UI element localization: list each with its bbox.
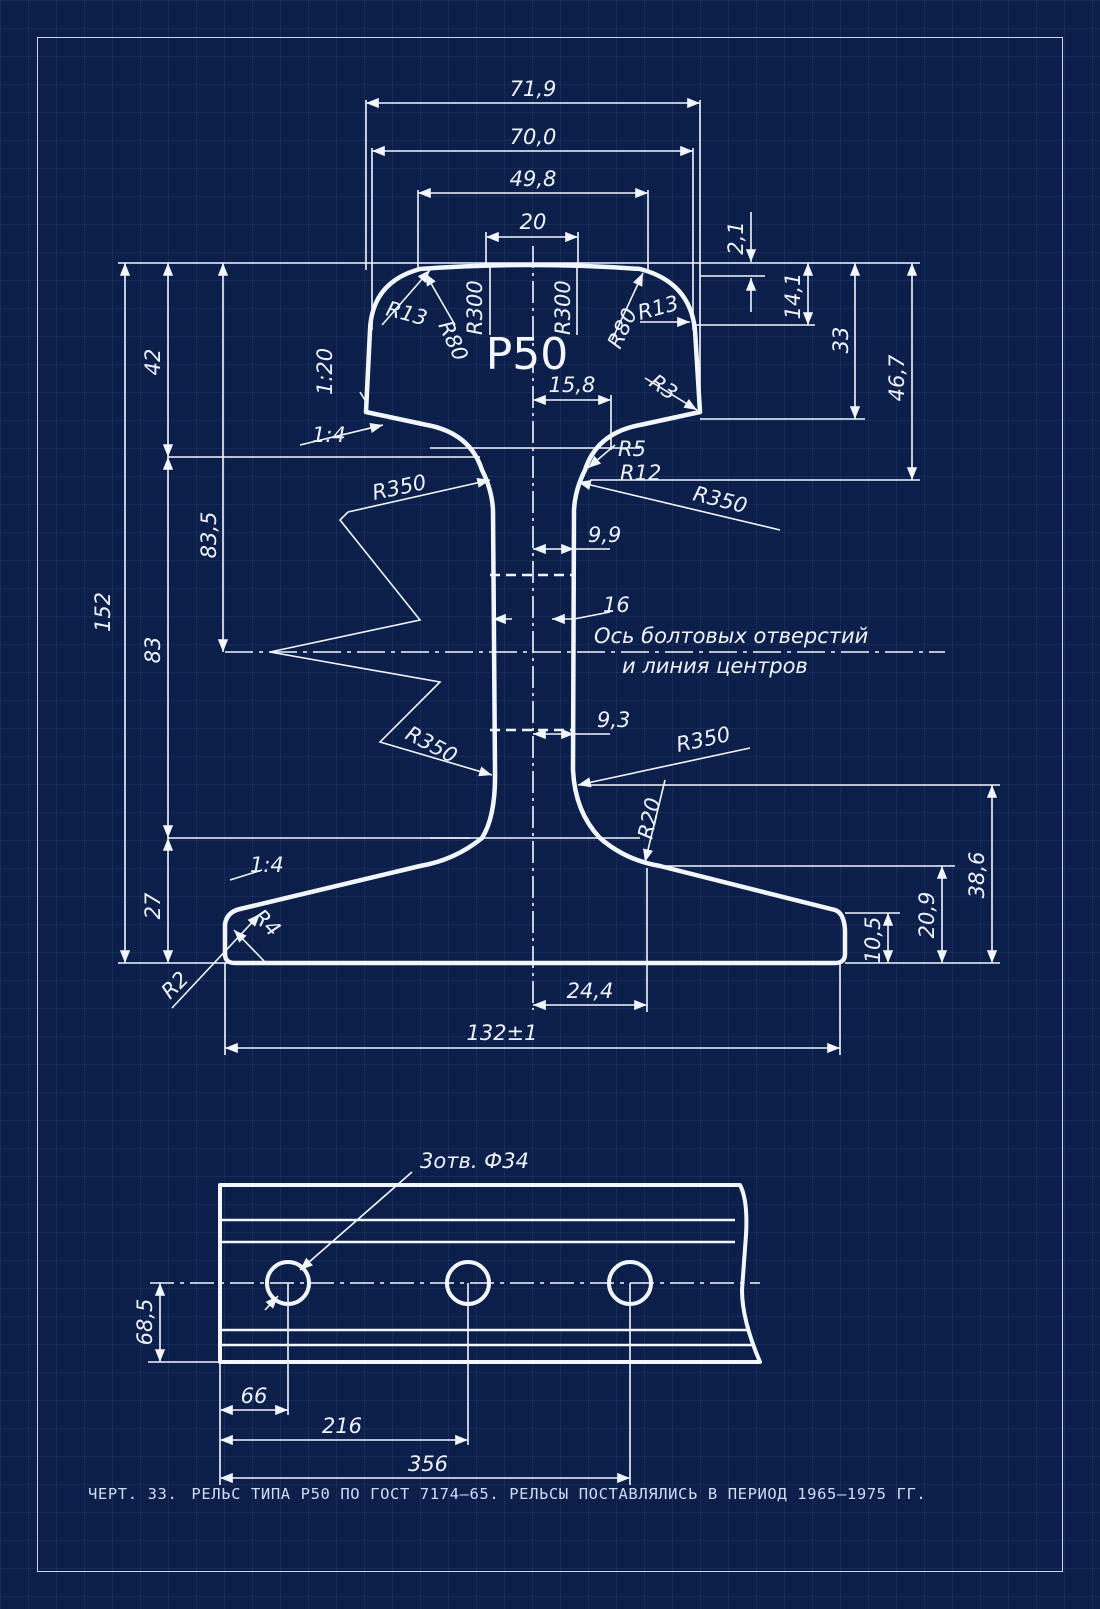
radius-r4: R4 [248, 905, 285, 942]
profile-title: Р50 [486, 329, 569, 380]
dim-71-9: 71,9 [510, 77, 557, 101]
drawing-frame [37, 37, 1063, 1572]
slope-1-4-top: 1:4 [312, 423, 346, 447]
radius-r300-left: R300 [463, 280, 487, 335]
dim-24-4: 24,4 [567, 979, 614, 1003]
caption-text: РЕЛЬС ТИПА Р50 ПО ГОСТ 7174—65. РЕЛЬСЫ П… [191, 1485, 927, 1503]
dimension-lines [118, 97, 1000, 1055]
radius-r350-upper-right: R350 [691, 482, 750, 519]
radius-r350-lower-right: R350 [674, 722, 732, 757]
dim-27: 27 [141, 892, 165, 919]
dim-38-6: 38,6 [965, 852, 989, 899]
dim-66: 66 [241, 1384, 268, 1408]
radius-r350-lower-left: R350 [402, 721, 462, 768]
profile-dimension-labels: 71,9 70,0 49,8 20 2,1 14,1 33 46,7 42 83… [91, 77, 989, 1045]
radius-r20: R20 [633, 796, 665, 841]
dim-15-8: 15,8 [549, 373, 596, 397]
dim-9-9: 9,9 [588, 523, 621, 547]
radius-r80-right: R80 [603, 305, 642, 353]
side-view-dimension-lines [148, 1171, 760, 1485]
dim-20-9: 20,9 [915, 892, 939, 939]
dim-83: 83 [141, 637, 165, 664]
dim-42: 42 [141, 349, 165, 376]
axis-note-line2: и линия центров [622, 654, 808, 678]
dim-356: 356 [408, 1452, 448, 1476]
caption-number: ЧЕРТ. 33. [88, 1485, 178, 1503]
radius-r13-left: R13 [384, 297, 430, 331]
slope-1-20: 1:20 [313, 348, 337, 395]
dim-46-7: 46,7 [885, 354, 909, 401]
radius-r3: R3 [645, 369, 682, 405]
radius-r12: R12 [620, 461, 661, 485]
dim-10-5: 10,5 [861, 917, 885, 964]
dim-16: 16 [603, 593, 630, 617]
radius-r2: R2 [157, 967, 194, 1004]
radius-r13-right: R13 [635, 291, 681, 325]
holes-label: 3отв. Ф34 [420, 1149, 529, 1173]
dim-2-1: 2,1 [724, 221, 748, 254]
dim-70-0: 70,0 [510, 125, 557, 149]
slope-1-4-bottom: 1:4 [250, 853, 284, 877]
dim-216: 216 [322, 1414, 362, 1438]
dim-9-3: 9,3 [597, 708, 630, 732]
dim-20: 20 [520, 210, 547, 234]
rail-profile-outline [222, 262, 848, 966]
dim-152: 152 [91, 592, 115, 632]
dim-14-1: 14,1 [781, 273, 805, 320]
rail-side-view [218, 1183, 762, 1364]
dim-83-5: 83,5 [197, 512, 221, 559]
radius-r350-upper-left: R350 [370, 470, 428, 505]
side-view-labels: 3отв. Ф34 68,5 66 216 356 [133, 1149, 529, 1476]
dim-33: 33 [829, 327, 853, 354]
radius-r300-right: R300 [551, 280, 575, 335]
axis-note-line1: Ось болтовых отверстий [594, 624, 868, 648]
dim-132: 132±1 [466, 1021, 537, 1045]
dim-68-5: 68,5 [133, 1299, 157, 1346]
radius-r5: R5 [618, 437, 646, 461]
dim-49-8: 49,8 [510, 167, 557, 191]
figure-caption: ЧЕРТ. 33. РЕЛЬС ТИПА Р50 ПО ГОСТ 7174—65.… [88, 1485, 1048, 1503]
